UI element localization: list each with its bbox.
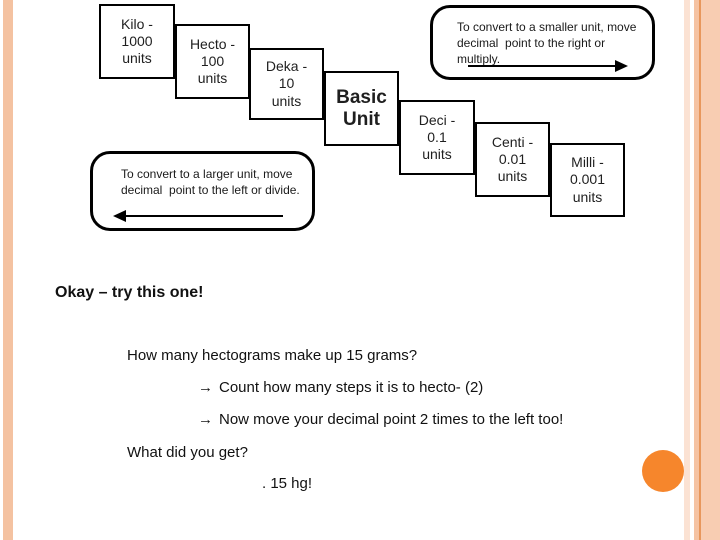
step-line-1: → Count how many steps it is to hecto- (…: [198, 379, 483, 396]
left-arrow-icon: [113, 210, 283, 222]
unit-box-hecto: Hecto - 100 units: [175, 24, 250, 99]
callout-larger-unit-text: To convert to a larger unit, move decima…: [121, 167, 300, 198]
callout-larger-unit: To convert to a larger unit, move decima…: [90, 151, 315, 231]
right-arrow-icon: [468, 60, 628, 72]
answer-line: . 15 hg!: [262, 475, 313, 492]
unit-box-deci: Deci - 0.1 units: [399, 100, 475, 175]
left-accent-stripe: [3, 0, 13, 540]
right-arrow-icon: →: [198, 411, 213, 428]
unit-box-deka: Deka - 10 units: [249, 48, 324, 120]
right-accent-stripe-dark-line: [699, 0, 701, 540]
right-accent-stripe-wide: [701, 0, 720, 540]
prompt-line: What did you get?: [127, 444, 248, 461]
callout-smaller-unit: To convert to a smaller unit, move decim…: [430, 5, 655, 80]
right-accent-stripe-salmon: [694, 0, 699, 540]
step-line-1-text: Count how many steps it is to hecto- (2): [219, 379, 484, 396]
orange-circle-decoration: [642, 450, 684, 492]
step-line-2-text: Now move your decimal point 2 times to t…: [219, 411, 564, 428]
unit-box-centi: Centi - 0.01 units: [475, 122, 550, 197]
unit-box-basic: Basic Unit: [324, 71, 399, 146]
callout-smaller-unit-text: To convert to a smaller unit, move decim…: [457, 20, 637, 67]
step-line-2: → Now move your decimal point 2 times to…: [198, 411, 563, 428]
intro-line: Okay – try this one!: [55, 284, 204, 301]
unit-box-milli: Milli - 0.001 units: [550, 143, 625, 217]
right-accent-stripe-pale: [684, 0, 690, 540]
right-arrow-icon: →: [198, 379, 213, 396]
unit-box-kilo: Kilo - 1000 units: [99, 4, 175, 79]
question-line: How many hectograms make up 15 grams?: [127, 347, 418, 364]
